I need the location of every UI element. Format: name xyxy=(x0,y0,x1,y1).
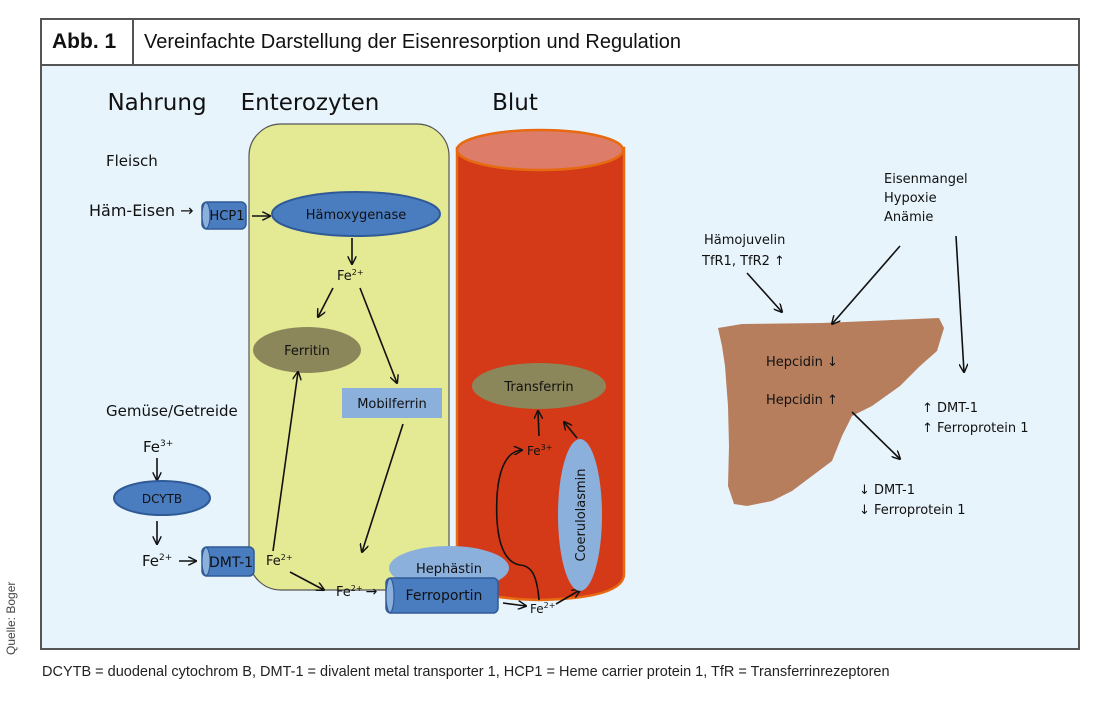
arrow-eisenmangel-to-hepcidin xyxy=(832,245,901,324)
arrow-eisenmangel-to-dmt1-up xyxy=(955,235,964,372)
liver-shape xyxy=(718,318,944,506)
arrow-fe2-to-ferritin xyxy=(318,287,334,317)
label-up-dmt1: ↑ DMT-1 xyxy=(922,401,978,416)
mobilferrin-label: Mobilferrin xyxy=(357,397,427,412)
ferroportin-label: Ferroportin xyxy=(406,588,483,604)
label-eisenmangel: Eisenmangel xyxy=(884,172,968,187)
label-hepcidin-down: Hepcidin ↓ xyxy=(766,355,838,370)
coeruloplasmin-enzyme xyxy=(558,439,602,591)
label-anaemie: Anämie xyxy=(884,210,933,225)
arrow-fe2-to-coeruloplasmin xyxy=(555,590,580,605)
arrow-fe2-to-ferritin-up xyxy=(272,372,298,552)
fe2-enterocyte-entry: Fe2+ xyxy=(266,553,293,569)
heading-blut: Blut xyxy=(492,90,538,116)
arrow-fe2-via-hephaestin-to-fe3 xyxy=(495,450,540,601)
transferrin-label: Transferrin xyxy=(503,380,573,395)
fe2-enterocyte-top: Fe2+ xyxy=(337,268,364,284)
fe2-enterocyte-exit: Fe2+→ xyxy=(336,584,378,600)
blood-vessel-top xyxy=(455,128,625,172)
source-credit: Quelle: Boger xyxy=(4,581,18,655)
label-gemuese-getreide: Gemüse/Getreide xyxy=(106,402,238,420)
hephaestin-label: Hephästin xyxy=(416,562,482,577)
diagram-canvas: Nahrung Enterozyten Blut Fleisch Häm-Eis… xyxy=(89,90,1029,616)
hcp1-label: HCP1 xyxy=(210,209,245,224)
coeruloplasmin-label: Coerulolasmin xyxy=(574,468,589,561)
haemoxygenase-label: Hämoxygenase xyxy=(306,208,407,223)
figure-header: Abb. 1 Vereinfachte Darstellung der Eise… xyxy=(42,20,1078,66)
arrow-fe2-to-mobilferrin xyxy=(359,287,397,383)
arrow-ferroportin-to-fe2 xyxy=(502,603,526,606)
heading-nahrung: Nahrung xyxy=(107,90,206,116)
label-haem-eisen: Häm-Eisen → xyxy=(89,201,194,220)
arrow-hepcidin-to-dmt1-down xyxy=(851,411,900,459)
figure-number: Abb. 1 xyxy=(42,20,134,64)
mobilferrin-protein xyxy=(342,388,442,418)
label-up-ferroprotein: ↑ Ferroprotein 1 xyxy=(922,421,1029,436)
figure-frame: Abb. 1 Vereinfachte Darstellung der Eise… xyxy=(40,18,1080,650)
arrow-fe3-to-transferrin xyxy=(538,411,539,437)
fe2-nahrung: Fe2+ xyxy=(142,552,172,570)
ferroportin-transporter: Ferroportin xyxy=(385,577,499,614)
arrow-coeruloplasmin-to-fe3 xyxy=(564,422,578,439)
label-hepcidin-up: Hepcidin ↑ xyxy=(766,393,838,408)
figure-title: Vereinfachte Darstellung der Eisenresorp… xyxy=(144,31,682,53)
arrow-fe2-to-fe2-lower xyxy=(289,571,324,590)
label-hypoxie: Hypoxie xyxy=(884,191,937,206)
hcp1-transporter: HCP1 xyxy=(201,201,247,230)
transferrin-protein xyxy=(472,363,606,409)
label-down-ferroprotein: ↓ Ferroprotein 1 xyxy=(859,503,966,518)
dmt1-label: DMT-1 xyxy=(209,555,253,571)
ferritin-protein xyxy=(253,327,361,373)
heading-enterozyten: Enterozyten xyxy=(241,90,380,116)
figure-footnote: DCYTB = duodenal cytochrom B, DMT-1 = di… xyxy=(42,664,890,680)
dcytb-enzyme xyxy=(113,480,211,516)
label-down-dmt1: ↓ DMT-1 xyxy=(859,483,915,498)
ferritin-label: Ferritin xyxy=(284,344,330,359)
fe3-nahrung: Fe3+ xyxy=(143,438,173,456)
fe2-blood: Fe2+ xyxy=(530,601,555,616)
label-tfr: TfR1, TfR2 ↑ xyxy=(701,254,785,269)
arrow-mobilferrin-to-fe2 xyxy=(362,423,404,552)
arrow-tfr-to-liver xyxy=(746,272,782,312)
dcytb-label: DCYTB xyxy=(142,492,182,506)
label-haemojuvelin: Hämojuvelin xyxy=(704,233,785,248)
fe3-blood: Fe3+ xyxy=(527,443,552,458)
haemoxygenase-enzyme xyxy=(271,191,441,237)
dmt1-transporter: DMT-1 xyxy=(201,546,255,577)
label-fleisch: Fleisch xyxy=(106,152,158,170)
